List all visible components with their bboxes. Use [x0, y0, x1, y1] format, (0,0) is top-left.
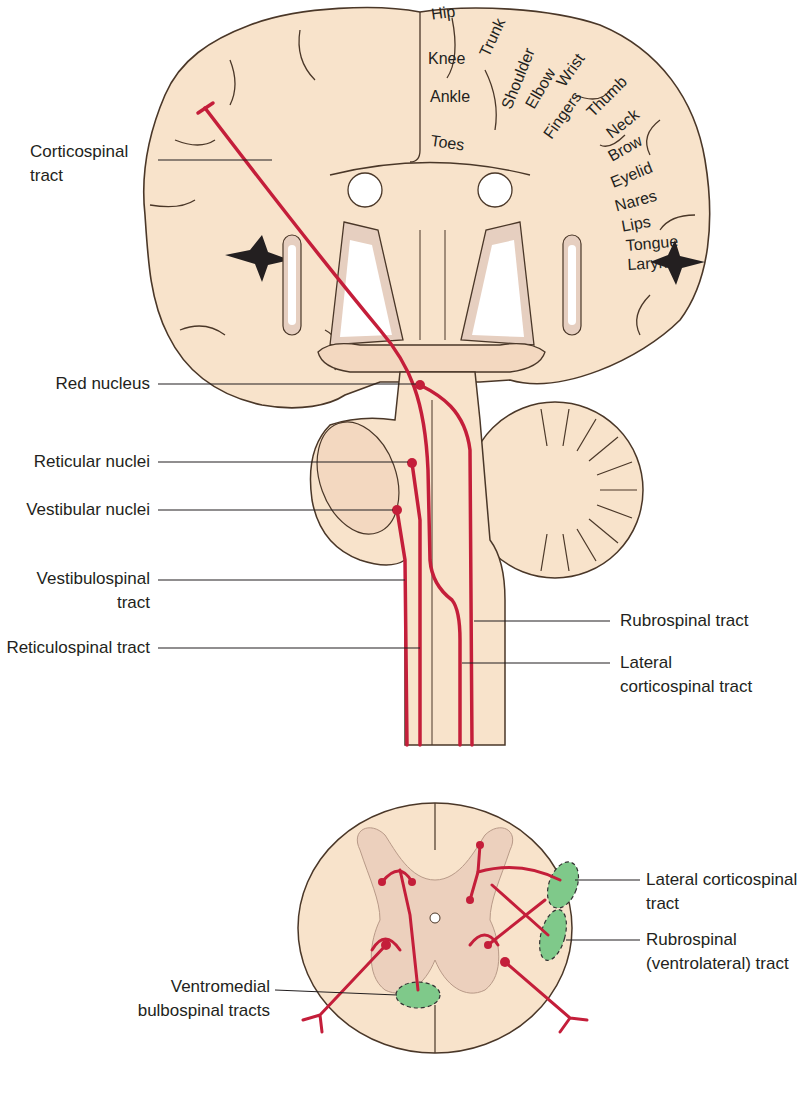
tract-label: Reticulospinal tract — [0, 636, 150, 660]
tract-label: Lateral corticospinal tract — [646, 868, 798, 916]
thalamus — [318, 344, 545, 372]
nucleus-dot — [415, 380, 425, 390]
tract-areas — [396, 858, 584, 1008]
nucleus-label: Vestibular nuclei — [0, 498, 150, 522]
body-part: Ankle — [430, 88, 470, 106]
leader-lines — [158, 160, 640, 995]
ventricle — [478, 173, 512, 207]
pons-outline — [302, 411, 413, 546]
spinal-cord — [298, 803, 572, 1053]
body-part: Hip — [430, 3, 456, 24]
tract-label: Vestibulospinal tract — [0, 567, 150, 615]
cord-neurons — [378, 841, 510, 967]
median-fissures — [434, 803, 435, 1053]
insula-slit — [283, 235, 301, 335]
lateral-sulcus — [225, 235, 290, 282]
ventricle — [472, 240, 524, 337]
nucleus-dot — [407, 458, 417, 468]
body-part: Larynx — [627, 253, 676, 273]
tract-label: Rubrospinal tract — [620, 609, 798, 633]
nucleus-label: Reticular nuclei — [0, 450, 150, 474]
insula-slit — [568, 245, 576, 325]
third-ventricle — [420, 230, 445, 340]
nucleus-dot — [392, 505, 402, 515]
nucleus-label: Red nucleus — [0, 372, 150, 396]
tract-label: Corticospinal tract — [30, 140, 155, 188]
basal-ganglia — [461, 222, 534, 345]
central-canal — [430, 913, 440, 923]
body-part: Knee — [428, 50, 465, 68]
tract-label: Rubrospinal (ventrolateral) tract — [646, 928, 798, 976]
insula-slit — [288, 245, 296, 325]
gray-matter — [357, 828, 512, 993]
gyri-lines — [150, 12, 695, 370]
cerebrum-outline — [144, 8, 710, 408]
tract-label: Ventromedial bulbospinal tracts — [120, 975, 270, 1023]
cord-fibres — [303, 845, 587, 1032]
tract-label: Lateral corticospinal tract — [620, 651, 770, 699]
cerebellar-folia — [541, 409, 637, 571]
descending-tracts — [198, 103, 472, 745]
insula-slit — [563, 235, 581, 335]
ventricle — [348, 173, 382, 207]
